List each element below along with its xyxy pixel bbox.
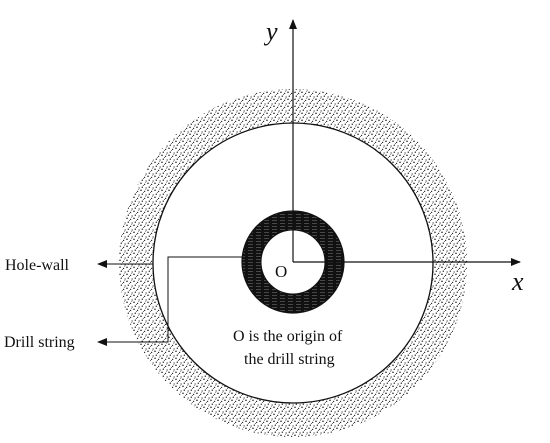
drill-string-label: Drill string bbox=[4, 334, 75, 351]
hole-wall-label: Hole-wall bbox=[5, 257, 70, 274]
origin-label: O bbox=[275, 262, 287, 281]
origin-note-line-1: O is the origin of bbox=[233, 328, 343, 345]
drill-string-leader-line bbox=[97, 256, 242, 346]
x-axis-label: x bbox=[511, 267, 524, 296]
y-axis-label: y bbox=[263, 17, 278, 46]
origin-note-line-2: the drill string bbox=[244, 351, 335, 368]
